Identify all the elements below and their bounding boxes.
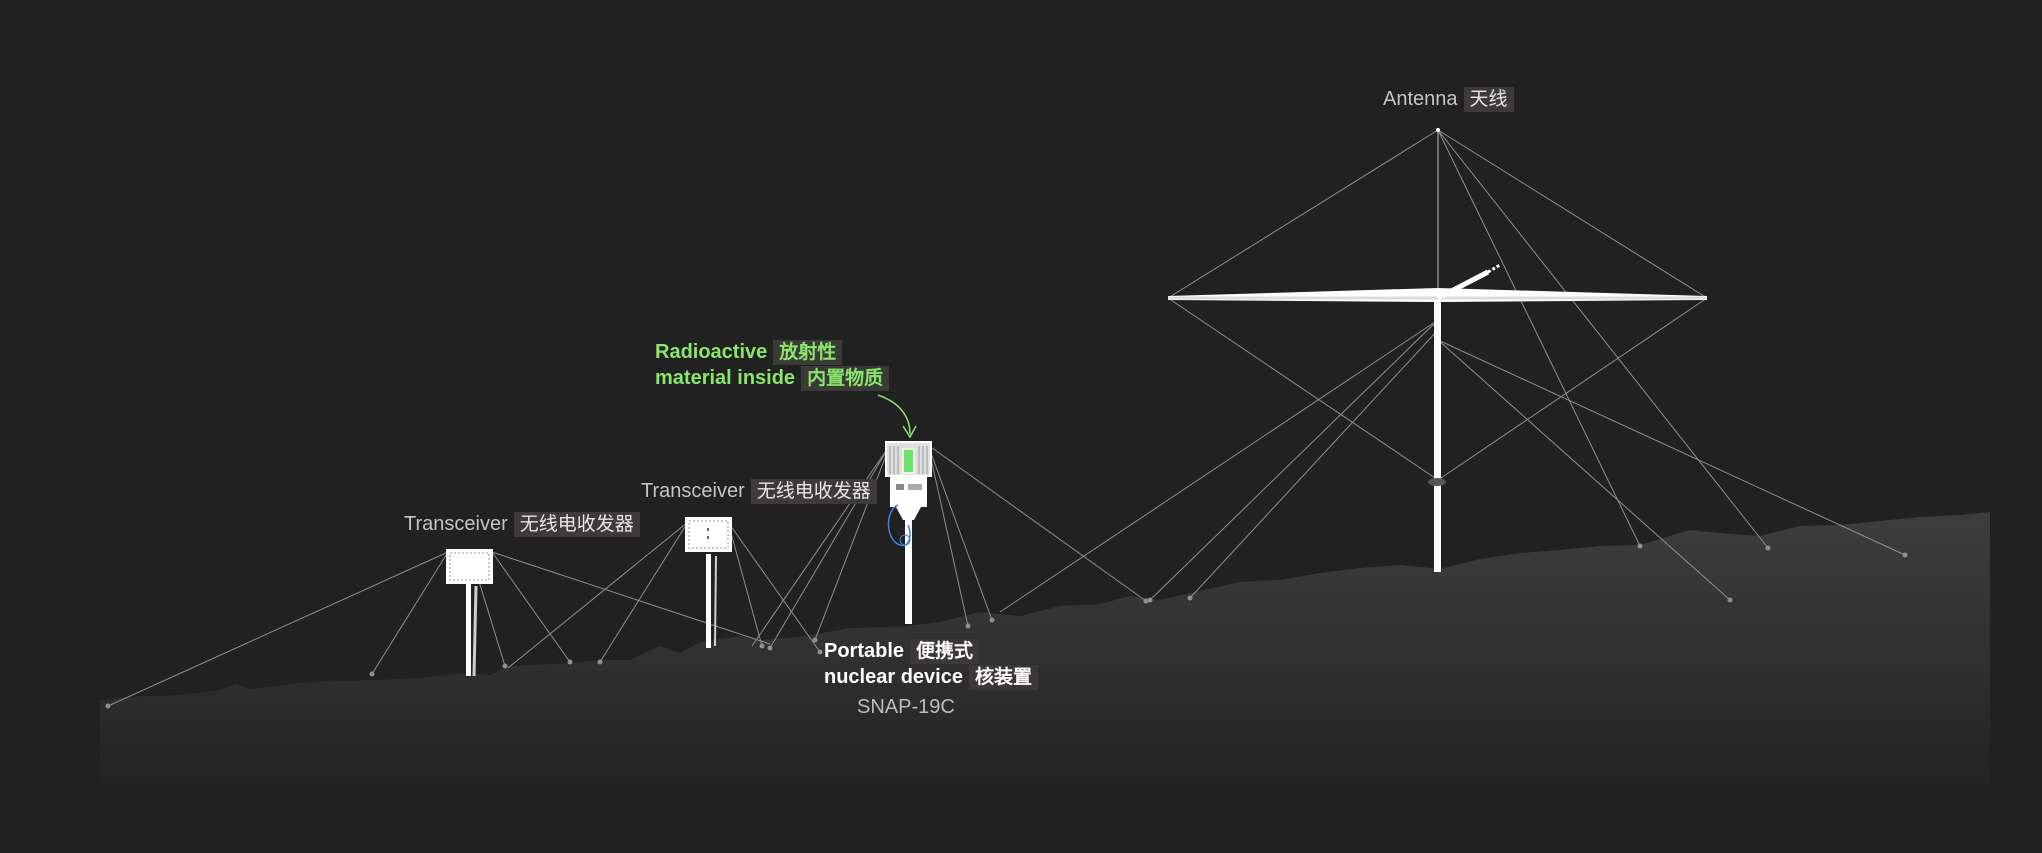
guy-wires [107, 129, 1906, 707]
nuclear-device-unit [885, 441, 932, 624]
radioactive-core [902, 448, 915, 474]
transceiver-mid-label-zh: 无线电收发器 [750, 479, 877, 504]
antenna-unit [1168, 128, 1707, 572]
radioactive-arrowhead [902, 425, 917, 439]
radioactive-label-line2-zh: 内置物质 [801, 366, 890, 391]
antenna-label-zh: 天线 [1463, 87, 1514, 112]
transceiver-left-unit [446, 549, 493, 677]
portable-label-line2-zh: 核装置 [968, 665, 1038, 690]
antenna-label-en: Antenna [1383, 88, 1458, 110]
portable-label-line1-zh: 便携式 [910, 639, 980, 664]
radioactive-arrow [877, 394, 911, 435]
transceiver-mid-unit [685, 517, 732, 648]
model-name-label: SNAP-19C [857, 696, 955, 718]
radioactive-label-line1-zh: 放射性 [773, 340, 843, 365]
transceiver-left-label-en: Transceiver [404, 513, 508, 535]
blue-cable [887, 504, 911, 547]
portable-label-line2-en: nuclear device [824, 666, 963, 688]
radioactive-label-line2-en: material inside [655, 367, 796, 389]
transceiver-left-label-zh: 无线电收发器 [513, 512, 640, 537]
portable-label-line1-en: Portable [824, 640, 905, 662]
wire-anchors [105, 543, 1908, 709]
hillside-ground [100, 512, 1990, 800]
radioactive-label-line1-en: Radioactive [655, 341, 768, 363]
transceiver-mid-label-en: Transceiver [641, 480, 745, 502]
